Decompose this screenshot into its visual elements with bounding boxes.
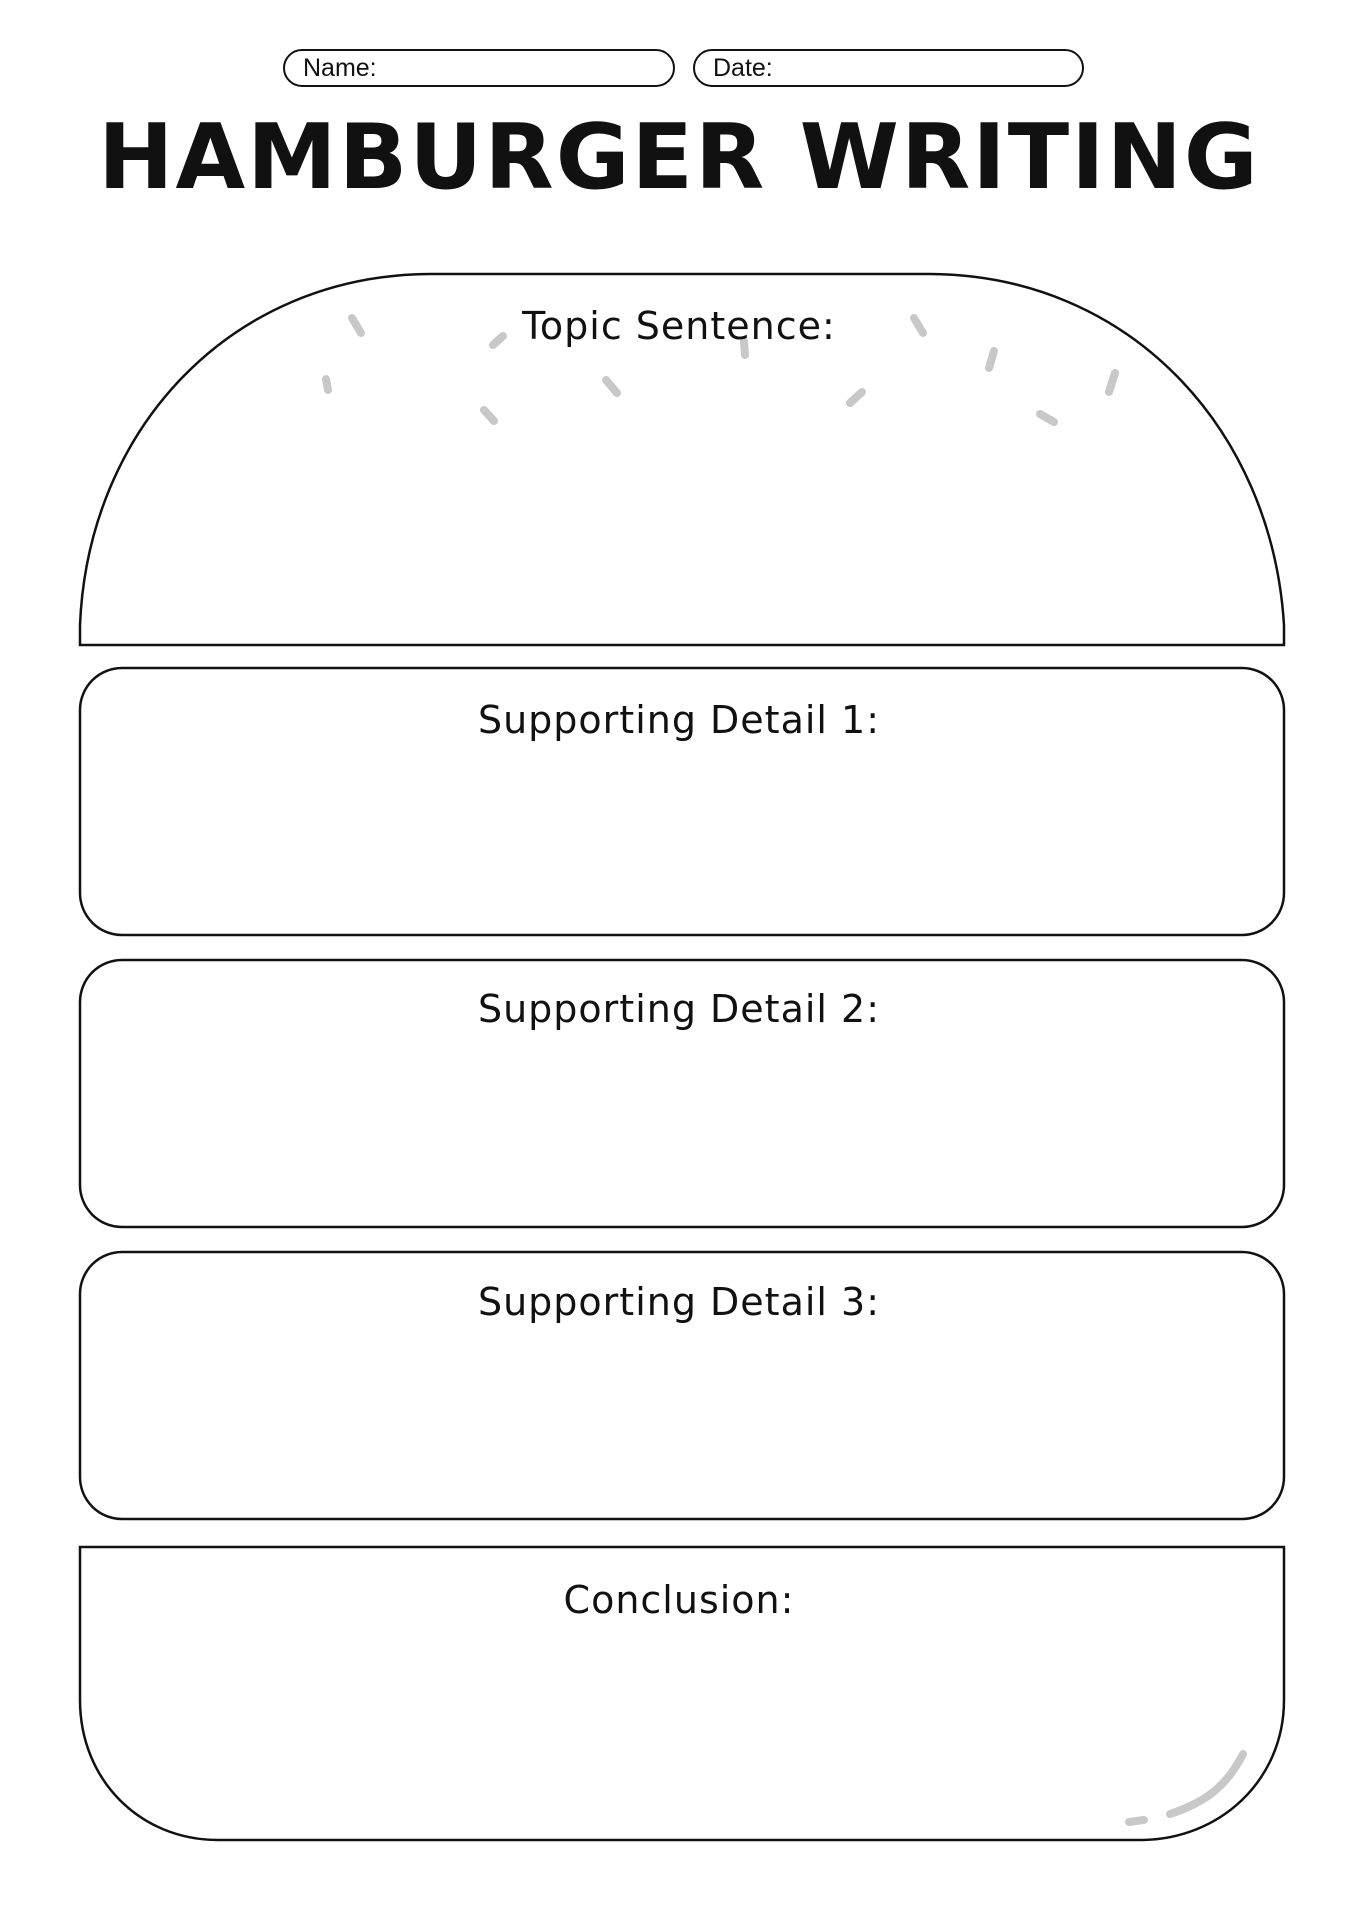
supporting-detail-1-label: Supporting Detail 1: [477,698,881,742]
supporting-detail-3-box[interactable] [78,1250,1286,1521]
name-label: Name: [303,53,377,82]
bottom-bun[interactable] [78,1545,1286,1842]
sesame-seeds-icon [322,314,1119,426]
supporting-detail-1-box[interactable] [78,666,1286,937]
name-field[interactable]: Name: [283,49,675,87]
date-field[interactable]: Date: [693,49,1084,87]
conclusion-label: Conclusion: [563,1578,795,1622]
supporting-detail-3-label: Supporting Detail 3: [477,1280,881,1324]
top-bun[interactable] [78,272,1286,647]
worksheet-title: HAMBURGER WRITING [98,105,1260,210]
topic-sentence-label: Topic Sentence: [522,304,836,348]
bun-shine-icon [1125,1750,1247,1826]
supporting-detail-2-box[interactable] [78,958,1286,1229]
supporting-detail-2-label: Supporting Detail 2: [477,987,881,1031]
date-label: Date: [713,53,773,82]
